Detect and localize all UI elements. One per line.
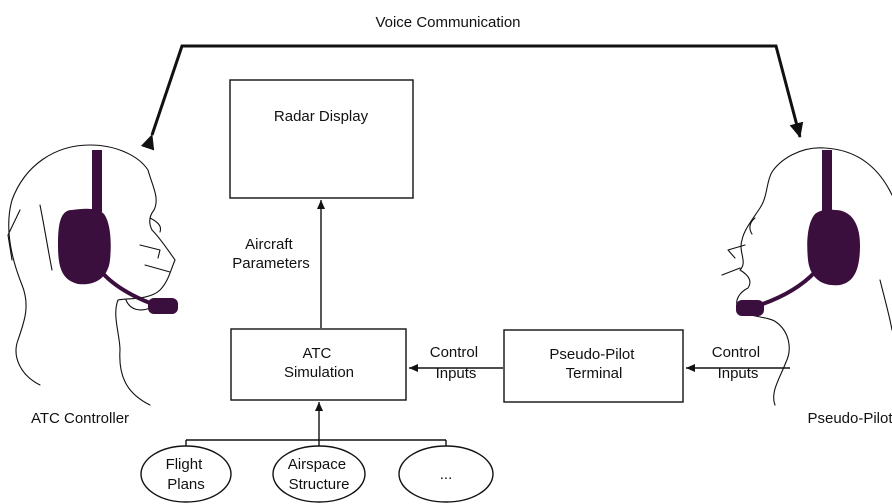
flight-plans-oval <box>140 445 232 503</box>
aircraft-parameters-label: Aircraft Parameters <box>232 236 310 272</box>
voice-communication-arrow <box>140 44 804 151</box>
flight-plans-label: Flight Plans <box>166 456 207 493</box>
pseudo-pilot-terminal-box <box>503 329 684 403</box>
radar-display-label: Radar Display <box>274 108 369 125</box>
pseudo-pilot-label: Pseudo-Pilot <box>807 410 892 427</box>
airspace-structure-label: Airspace Structure <box>288 456 351 493</box>
control-inputs-right-label: Control Inputs <box>712 344 765 382</box>
atc-simulation-label: ATC Simulation <box>284 345 354 381</box>
pseudo-pilot-head-icon <box>721 147 892 406</box>
more-inputs-label: ... <box>440 466 453 483</box>
pseudo-pilot-terminal-label: Pseudo-Pilot Terminal <box>549 346 638 382</box>
radar-display-box <box>229 79 414 199</box>
atc-simulation-box <box>230 328 407 401</box>
airspace-structure-oval <box>272 445 366 503</box>
atc-controller-label: ATC Controller <box>31 410 129 427</box>
voice-communication-label: Voice Communication <box>375 14 520 31</box>
atc-controller-head-icon <box>7 144 178 406</box>
more-inputs-oval <box>398 445 494 503</box>
control-inputs-mid-label: Control Inputs <box>430 344 483 382</box>
